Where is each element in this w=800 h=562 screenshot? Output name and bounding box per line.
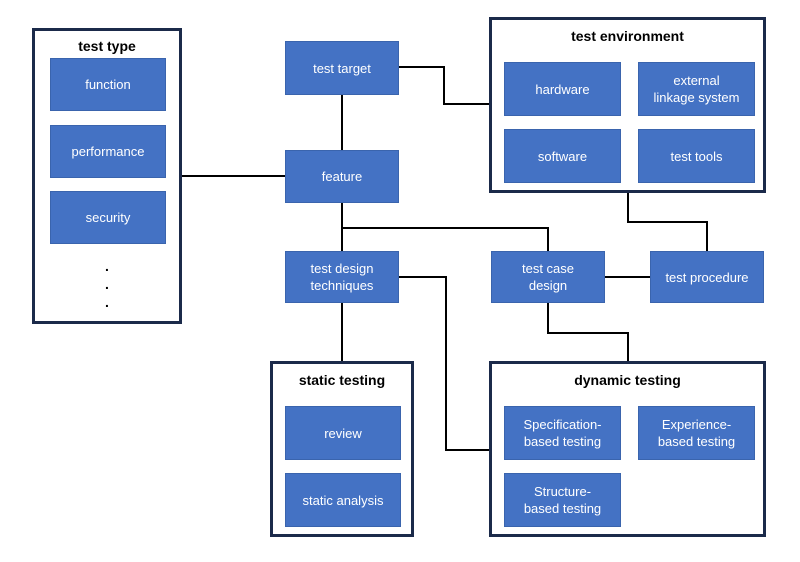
- test-tools-box: test tools: [638, 129, 755, 183]
- static-analysis-box: static analysis: [285, 473, 401, 527]
- connector-design-dynamic: [399, 276, 491, 451]
- function-box: function: [50, 58, 166, 111]
- test-target-box: test target: [285, 41, 399, 95]
- test-procedure-box: test procedure: [650, 251, 764, 303]
- experience-based-testing-box: Experience- based testing: [638, 406, 755, 460]
- specification-based-testing-box: Specification- based testing: [504, 406, 621, 460]
- test-design-techniques-box: test design techniques: [285, 251, 399, 303]
- performance-box: performance: [50, 125, 166, 178]
- review-box: review: [285, 406, 401, 460]
- dynamic-testing-title: dynamic testing: [574, 372, 681, 388]
- connector-environment-procedure: [627, 192, 708, 251]
- test-environment-group: test environment hardware external linka…: [489, 17, 766, 193]
- test-type-group: test type function performance security …: [32, 28, 182, 324]
- external-linkage-system-box: external linkage system: [638, 62, 755, 116]
- static-testing-title: static testing: [298, 372, 386, 388]
- connector-case-dynamic: [547, 303, 629, 362]
- test-type-title: test type: [78, 38, 136, 54]
- connector-target-environment: [398, 66, 491, 105]
- dynamic-testing-group: dynamic testing Specification- based tes…: [489, 361, 766, 537]
- security-box: security: [50, 191, 166, 244]
- test-environment-title: test environment: [571, 28, 684, 44]
- connector-feature-case-design: [342, 227, 549, 251]
- static-testing-group: static testing review static analysis: [270, 361, 414, 537]
- structure-based-testing-box: Structure- based testing: [504, 473, 621, 527]
- hardware-box: hardware: [504, 62, 621, 116]
- more-items-ellipsis: . . .: [105, 258, 109, 310]
- software-box: software: [504, 129, 621, 183]
- test-case-design-box: test case design: [491, 251, 605, 303]
- feature-box: feature: [285, 150, 399, 203]
